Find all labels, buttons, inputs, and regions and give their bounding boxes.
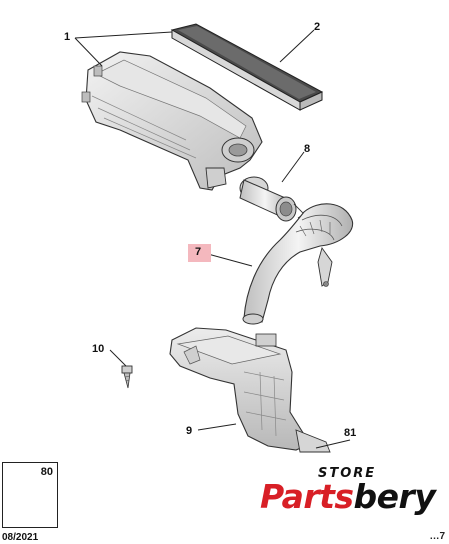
inset-label: 80 — [40, 466, 53, 478]
callout-81: 81 — [344, 427, 357, 439]
callout-9: 9 — [186, 425, 193, 437]
air-filter-housing — [81, 51, 263, 191]
callout-1: 1 — [64, 31, 71, 43]
watermark-brand-part2: bery — [353, 477, 436, 516]
partsbery-watermark: STORE Partsbery — [258, 466, 444, 526]
inset-frame: 80 — [2, 462, 58, 528]
highlight-callout-7 — [188, 244, 211, 262]
diagram-date: 08/2021 — [2, 532, 39, 543]
callout-8: 8 — [304, 143, 311, 155]
air-filter-element — [170, 23, 324, 111]
connector-sleeve — [239, 176, 305, 222]
air-intake-hose — [242, 203, 354, 325]
diagram-reference: …7 — [429, 531, 445, 542]
leader-lines — [74, 29, 351, 449]
screw-part-10 — [121, 365, 133, 389]
watermark-store-text: STORE — [318, 466, 377, 481]
callout-2: 2 — [314, 21, 321, 33]
watermark-brand: Partsbery — [260, 477, 436, 516]
lower-air-box — [169, 327, 331, 453]
callout-7: 7 — [195, 246, 202, 258]
watermark-brand-part1: Parts — [260, 477, 354, 516]
callout-10: 10 — [92, 343, 105, 355]
